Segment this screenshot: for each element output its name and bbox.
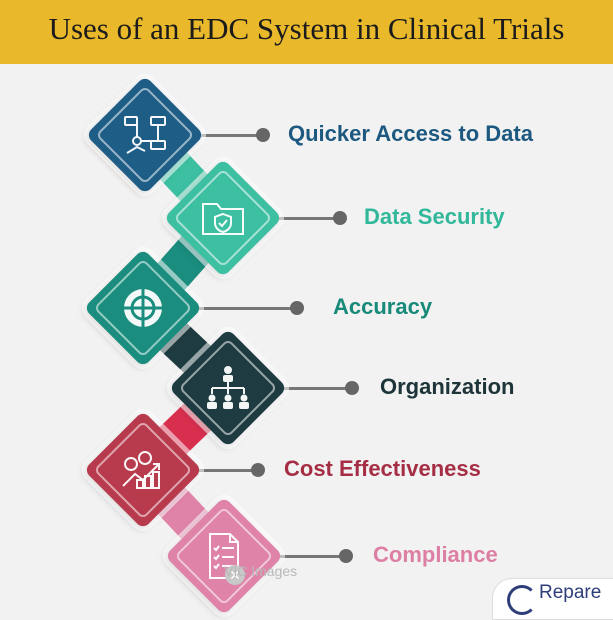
leader-dot-3 <box>290 301 304 315</box>
leader-dot-4 <box>345 381 359 395</box>
org-chart-icon <box>198 358 258 418</box>
item-label-1: Quicker Access to Data <box>288 121 533 146</box>
item-label-6: Compliance <box>373 542 498 567</box>
leader-line-3 <box>143 307 297 310</box>
leader-line-2 <box>223 217 340 220</box>
leader-dot-2 <box>333 211 347 225</box>
target-icon <box>113 278 173 338</box>
close-icon[interactable]: ✕ <box>225 565 245 585</box>
logo-icon <box>507 585 537 615</box>
item-label-5: Cost Effectiveness <box>284 456 481 481</box>
leader-line-6 <box>224 555 346 558</box>
leader-line-4 <box>228 387 352 390</box>
cost-chart-icon <box>113 440 173 500</box>
leader-dot-1 <box>256 128 270 142</box>
item-label-3: Accuracy <box>333 294 433 319</box>
leader-dot-6 <box>339 549 353 563</box>
item-label-2: Data Security <box>364 204 505 229</box>
watermark-text: VIC Images <box>224 563 298 579</box>
leader-line-1 <box>145 134 263 137</box>
leader-line-5 <box>143 469 258 472</box>
item-label-4: Organization <box>380 374 515 399</box>
page-title: Uses of an EDC System in Clinical Trials <box>48 11 565 46</box>
logo-text: Repare <box>539 582 602 603</box>
workflow-icon <box>115 105 175 165</box>
leader-dot-5 <box>251 463 265 477</box>
checklist-icon <box>194 526 254 586</box>
title-banner: Uses of an EDC System in Clinical Trials <box>0 0 613 64</box>
secure-folder-icon <box>193 188 253 248</box>
logo-badge: Repare <box>492 578 613 620</box>
